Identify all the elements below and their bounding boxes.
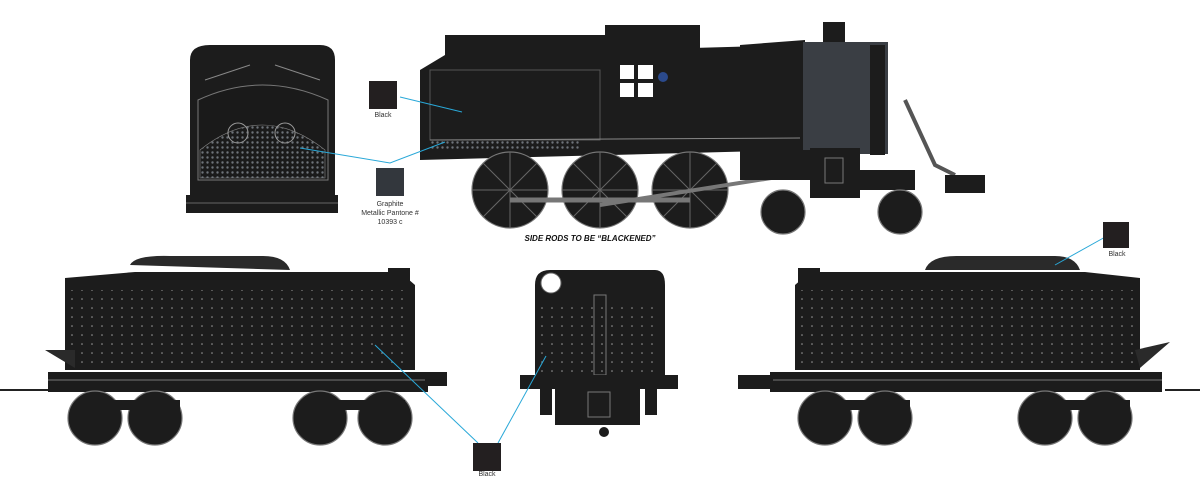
locomotive-side-view xyxy=(420,22,985,235)
swatch-label: Black xyxy=(478,471,496,478)
side-rods-note: SIDE RODS TO BE “BLACKENED” xyxy=(524,234,656,243)
swatch-black-tender-coal xyxy=(1103,222,1129,248)
tender-right-side-view xyxy=(738,255,1170,446)
swatch-label: Black xyxy=(1108,251,1126,258)
cab-front-view xyxy=(186,45,338,213)
swatch-label-line: Graphite xyxy=(376,201,404,208)
swatch-graphite-label: Graphite Metallic Pantone # 10393 c xyxy=(355,200,425,227)
tender-left-side-view xyxy=(45,255,447,446)
swatch-graphite xyxy=(376,168,404,196)
tender-rear-view xyxy=(520,270,678,437)
swatch-black-tender-body xyxy=(473,443,501,471)
swatch-black-locomotive xyxy=(369,81,397,109)
leader-lines xyxy=(299,96,1108,444)
swatch-label: Black xyxy=(374,112,392,119)
swatch-label-line: Metallic Pantone # xyxy=(361,210,419,217)
swatch-label-line: 10393 c xyxy=(377,219,403,226)
